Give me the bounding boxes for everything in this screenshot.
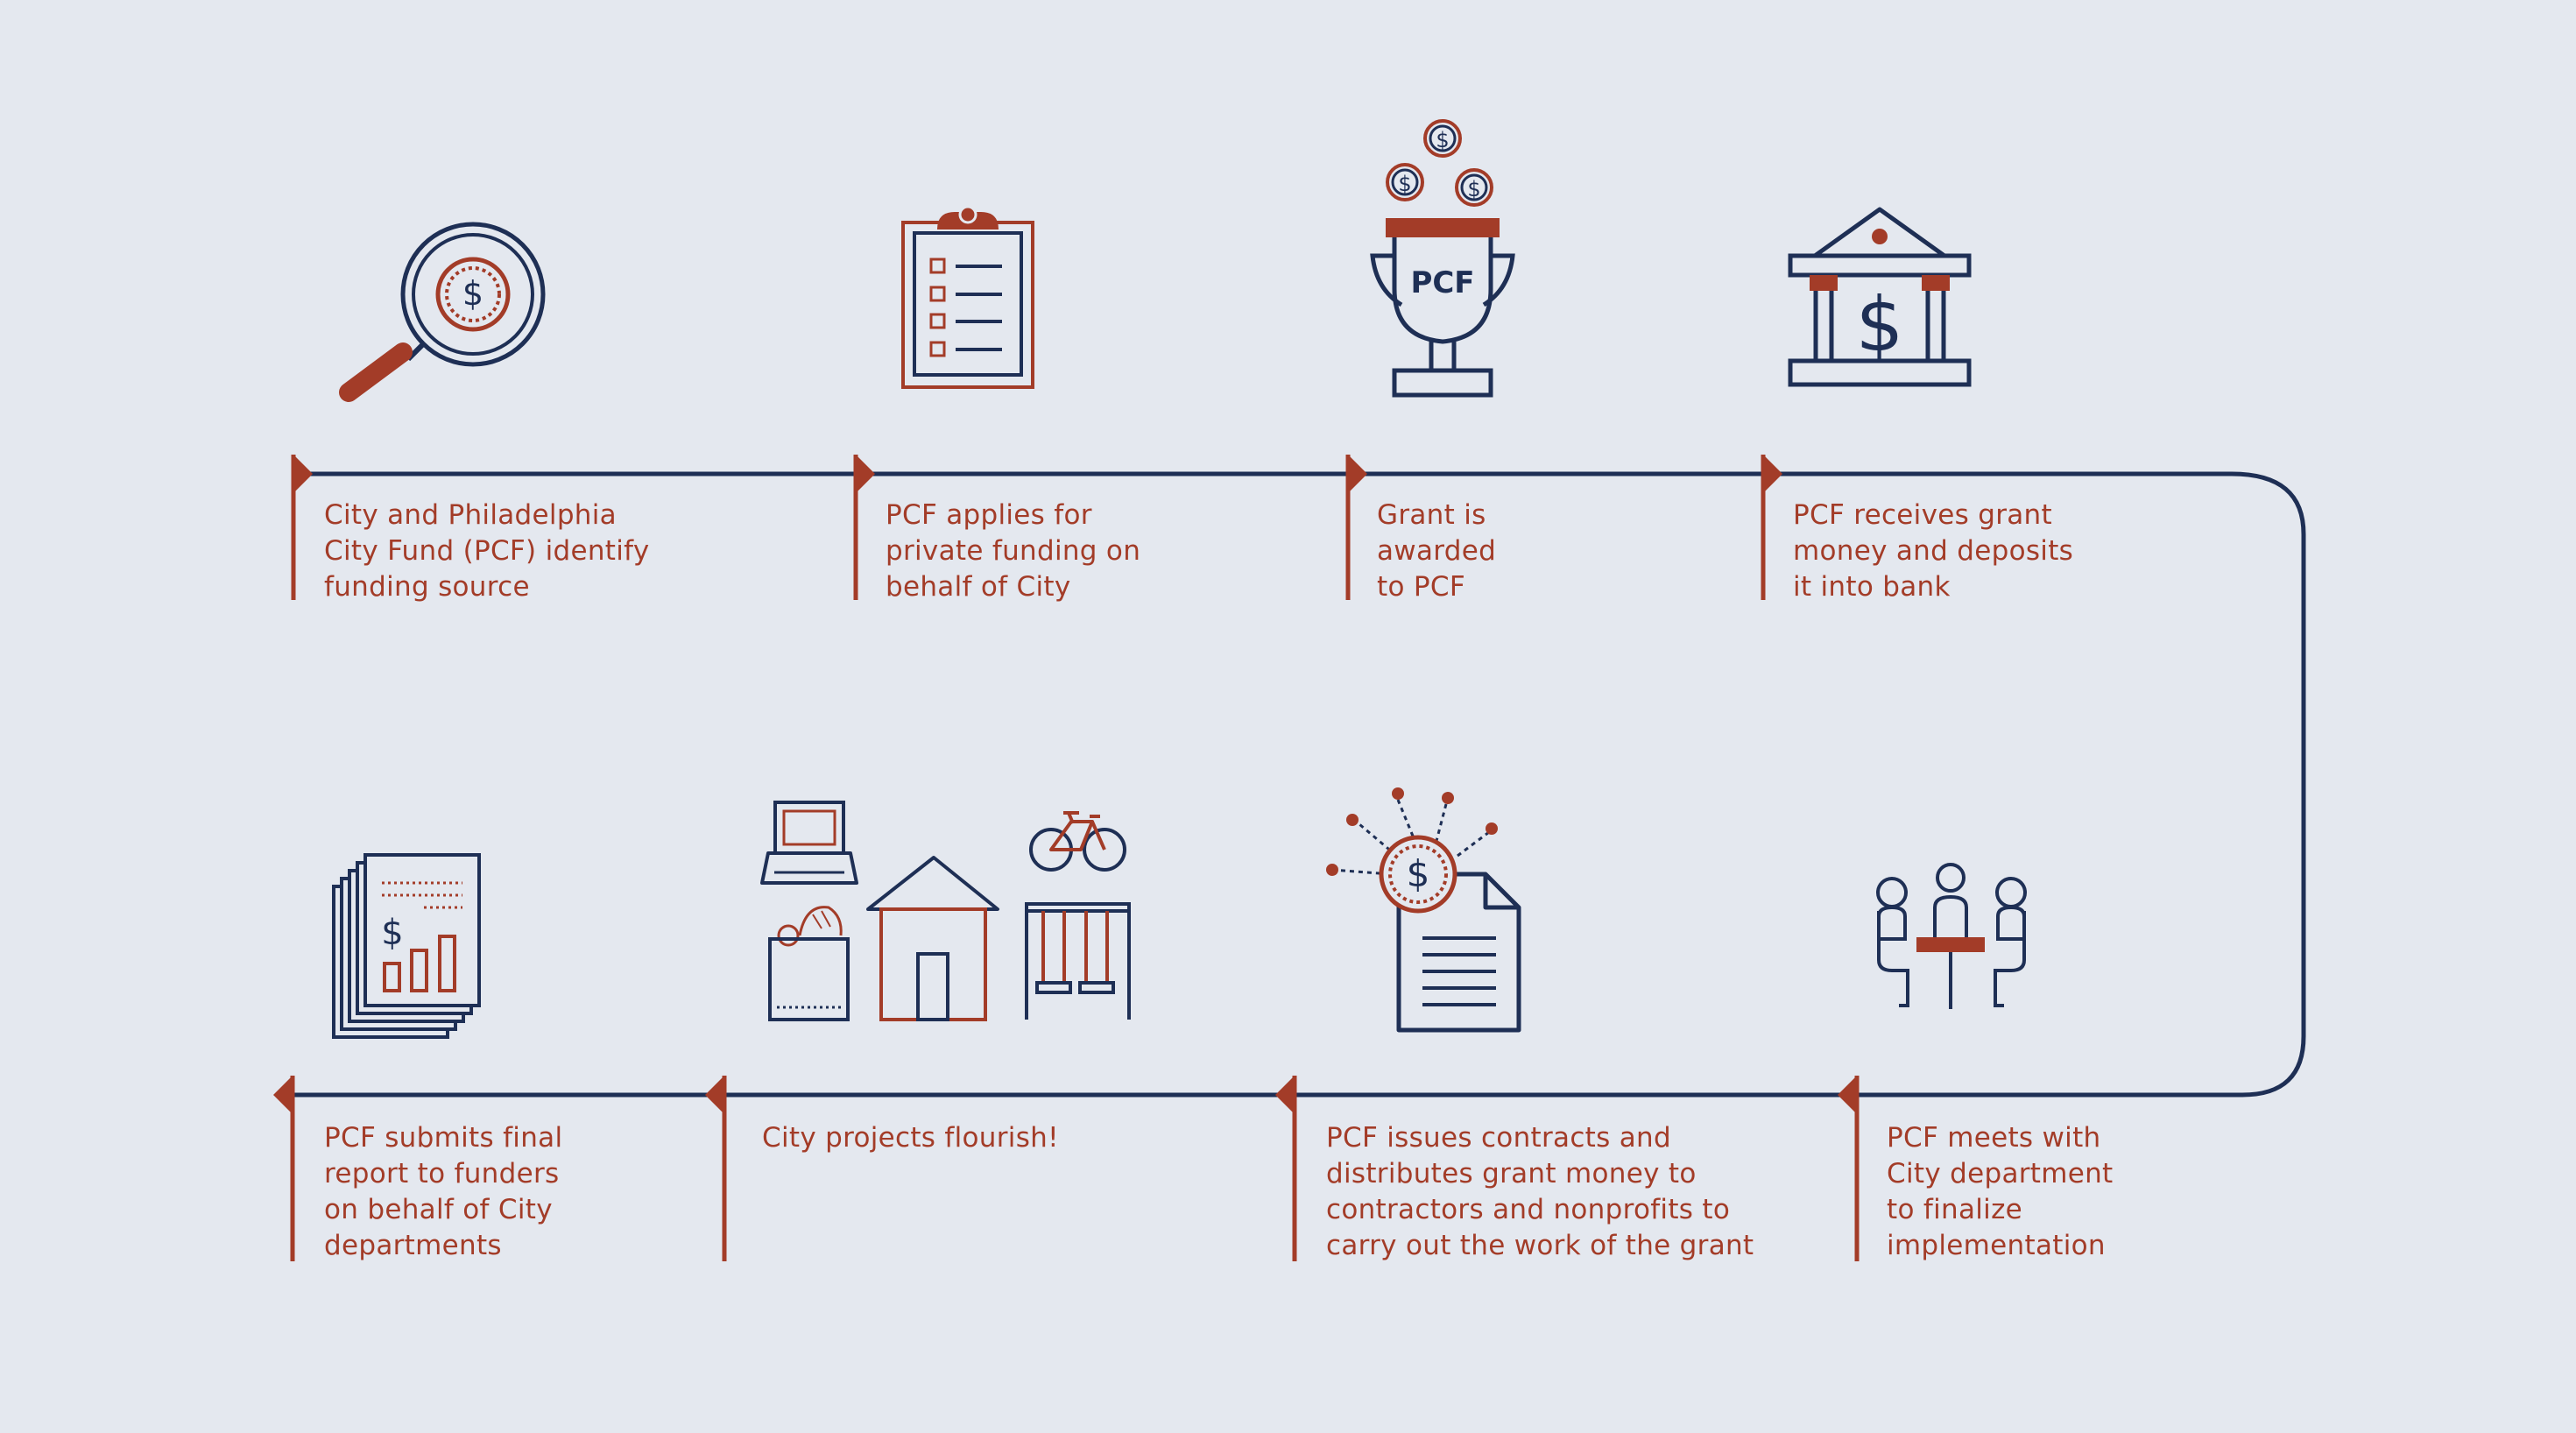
step-7-caption: City projects flourish! [762,1120,1059,1156]
clipboard-checklist-icon [901,205,1034,389]
trophy-coins-icon: $ $ $ PCF [1370,119,1515,398]
step-1-flag [291,455,313,600]
step-3-flag [1345,455,1367,600]
city-projects-icon [760,801,1131,1021]
swing-set-icon [1025,902,1131,1020]
caption-line: to PCF [1377,571,1465,603]
svg-text:$: $ [1436,128,1449,152]
caption-line: behalf of City [886,571,1071,603]
svg-text:$: $ [381,913,403,953]
caption-line: PCF applies for [886,499,1092,531]
timeline-flags-bottom [273,1076,1860,1261]
timeline-path [280,471,2306,1098]
bank-icon: $ [1788,207,1972,387]
caption-line: departments [324,1230,502,1261]
caption-line: funding source [324,571,530,603]
step-5-flag [1838,1076,1860,1261]
timeline-flags-top [291,455,1782,600]
step-6-caption: PCF issues contracts and distributes gran… [1326,1120,1754,1264]
step-4-caption: PCF receives grant money and deposits it i… [1793,498,2073,605]
step-3-caption: Grant is awarded to PCF [1377,498,1496,605]
caption-line: it into bank [1793,571,1951,603]
coin: $ $ $ [1386,119,1493,207]
caption-line: money and deposits [1793,535,2074,567]
step-2-flag [853,455,875,600]
caption-line: private funding on [886,535,1141,567]
svg-text:$: $ [1856,281,1904,369]
caption-line: PCF submits final [324,1122,563,1154]
caption-line: PCF meets with [1887,1122,2101,1154]
svg-text:$: $ [462,274,483,313]
bicycle-icon [1029,811,1126,872]
caption-line: report to funders [324,1158,560,1189]
caption-line: carry out the work of the grant [1326,1230,1754,1261]
caption-line: distributes grant money to [1326,1158,1697,1189]
report-chart-icon: $ [332,853,481,1039]
contract-coin-network-icon: $ [1326,787,1521,1033]
caption-line: contractors and nonprofits to [1326,1194,1731,1225]
svg-text:$: $ [1398,172,1411,196]
grocery-bag-icon [768,906,850,1021]
caption-line: City projects flourish! [762,1122,1059,1154]
caption-line: City department [1887,1158,2114,1189]
step-8-flag [273,1076,295,1261]
caption-line: PCF receives grant [1793,499,2052,531]
svg-text:PCF: PCF [1410,265,1474,300]
caption-line: PCF issues contracts and [1326,1122,1671,1154]
svg-text:$: $ [1467,177,1480,201]
caption-line: implementation [1887,1230,2106,1261]
magnifier-dollar-icon: $ [339,222,546,402]
house-icon [866,856,999,1021]
meeting-people-icon [1876,863,2027,1009]
step-8-caption: PCF submits final report to funders on beh… [324,1120,562,1264]
laptop-icon [760,801,858,885]
step-7-flag [705,1076,727,1261]
caption-line: on behalf of City [324,1194,553,1225]
caption-line: awarded [1377,535,1497,567]
caption-line: City Fund (PCF) identify [324,535,650,567]
caption-line: to finalize [1887,1194,2023,1225]
step-6-flag [1275,1076,1297,1261]
svg-text:$: $ [1407,852,1430,895]
step-2-caption: PCF applies for private funding on behalf … [886,498,1140,605]
caption-line: City and Philadelphia [324,499,617,531]
caption-line: Grant is [1377,499,1486,531]
step-4-flag [1761,455,1782,600]
